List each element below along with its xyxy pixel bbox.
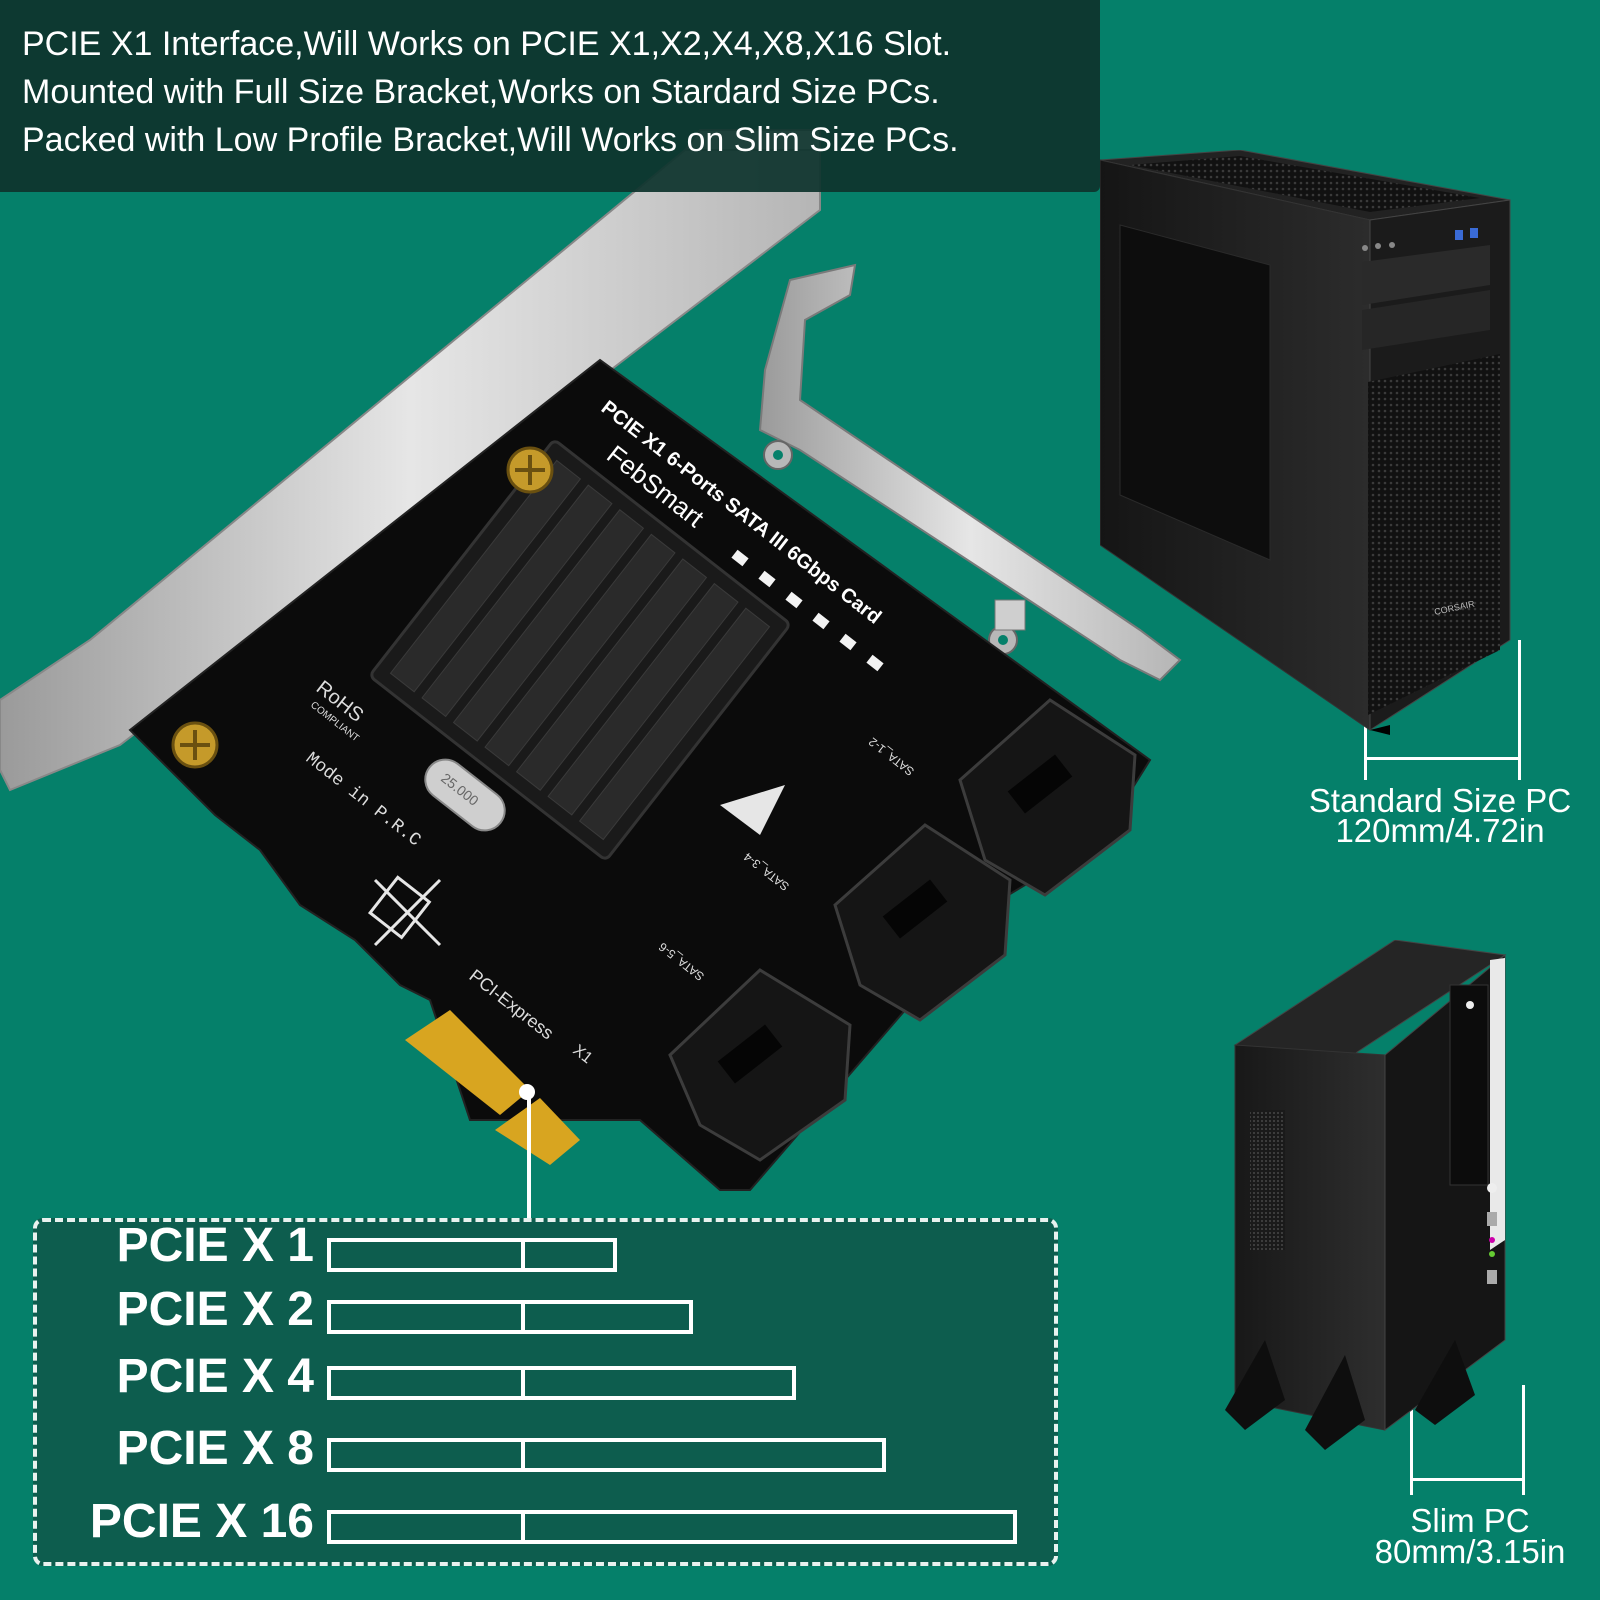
slot-chart: PCIE X 1 PCIE X 2 PCIE X 4 PCIE X 8 PCIE… (33, 1218, 1058, 1566)
slim-pc-dim-right (1522, 1385, 1525, 1495)
slim-pc (1225, 940, 1507, 1450)
slim-pc-label: Slim PC (1410, 1502, 1530, 1539)
standard-size-pc: CORSAIR (1100, 150, 1511, 735)
slot-key (521, 1438, 525, 1472)
crystal (424, 758, 506, 832)
header-line-1: PCIE X1 Interface,Will Works on PCIE X1,… (22, 25, 952, 63)
slot-label-x4: PCIE X 4 (116, 1350, 314, 1403)
slot-key (521, 1510, 525, 1544)
slot-label-x16: PCIE X 16 (89, 1495, 314, 1548)
sata-leds (731, 549, 884, 672)
slot-key (521, 1366, 525, 1400)
slot-bar-x4 (327, 1366, 796, 1400)
standard-pc-dim-line (1367, 757, 1518, 760)
slot-key (521, 1300, 525, 1334)
slot-label-x1: PCIE X 1 (116, 1219, 314, 1272)
slot-key (521, 1238, 525, 1272)
connector-pointer-line (527, 1092, 531, 1220)
standard-pc-dim-right (1518, 640, 1521, 780)
esd-warning-icon (720, 785, 785, 835)
sata-ports (668, 698, 1137, 1162)
slot-label-x2: PCIE X 2 (116, 1283, 314, 1336)
heatsink (370, 440, 790, 860)
header-line-3: Packed with Low Profile Bracket,Will Wor… (22, 121, 959, 159)
standard-pc-label: Standard Size PC (1308, 782, 1572, 819)
slot-bar-x16 (327, 1510, 1017, 1544)
slot-bar-x8 (327, 1438, 886, 1472)
header-box: PCIE X1 Interface,Will Works on PCIE X1,… (0, 0, 1100, 192)
slot-label-x8: PCIE X 8 (116, 1422, 314, 1475)
slot-bar-x2 (327, 1300, 693, 1334)
slim-pc-dim-left (1410, 1385, 1413, 1495)
header-line-2: Mounted with Full Size Bracket,Works on … (22, 73, 940, 111)
standard-pc-size: 120mm/4.72in (1335, 812, 1545, 849)
weee-bin-icon (367, 875, 442, 947)
gold-fingers (405, 1010, 530, 1115)
slot-bar-x1 (327, 1238, 617, 1272)
slim-pc-dim-line (1413, 1478, 1522, 1481)
slim-pc-size: 80mm/3.15in (1374, 1533, 1566, 1570)
